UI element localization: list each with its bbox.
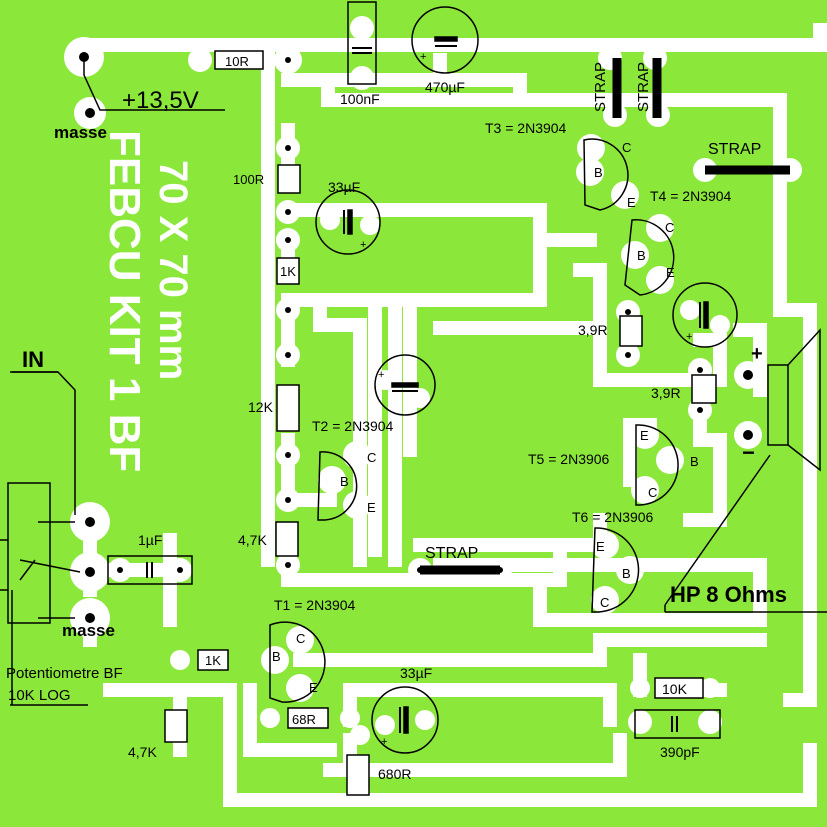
pin-t1-c: C <box>296 631 305 646</box>
label-r39-b: 3,9R <box>651 385 681 401</box>
polarity-plus-c470: + <box>420 51 426 63</box>
label-r47k-bottom: 4,7K <box>128 744 157 760</box>
power-supply-label: +13,5V <box>122 87 199 114</box>
label-r12k: 12K <box>248 399 274 415</box>
label-pot-line1: Potentiometre BF <box>6 665 123 682</box>
label-c33u-top: 33µF <box>328 179 360 195</box>
label-r10: 10R <box>225 54 249 69</box>
label-c100n: 100nF <box>340 91 380 107</box>
silkscreen <box>0 1 827 796</box>
label-strap-3: STRAP <box>708 141 761 158</box>
polarity-plus-c33bot: + <box>381 736 387 748</box>
label-strap-1: STRAP <box>592 62 609 112</box>
pin-t6-b: B <box>622 566 631 581</box>
pin-t4-b: B <box>637 248 646 263</box>
pin-t4-c: C <box>665 220 674 235</box>
pin-t6-e: E <box>596 539 605 554</box>
label-speaker: HP 8 Ohms <box>670 582 787 607</box>
label-c390p: 390pF <box>660 744 700 760</box>
label-speaker-plus: + <box>751 343 763 365</box>
label-t2: T2 = 2N3904 <box>312 418 394 434</box>
pin-t2-e: E <box>367 500 376 515</box>
label-t5: T5 = 2N3906 <box>528 451 610 467</box>
label-r100: 100R <box>233 172 264 187</box>
pin-t4-e: E <box>666 265 675 280</box>
label-r68: 68R <box>292 712 316 727</box>
label-t6: T6 = 2N3906 <box>572 509 654 525</box>
label-pot-line2: 10K LOG <box>8 687 71 704</box>
ground-label-top: masse <box>54 123 107 142</box>
label-strap-4: STRAP <box>425 545 478 562</box>
polarity-plus-cmid: + <box>378 369 384 381</box>
label-r1k-bottom: 1K <box>205 653 221 668</box>
pin-t1-b: B <box>272 649 281 664</box>
pad-holes <box>79 52 753 623</box>
label-c470u: 470µF <box>425 79 465 95</box>
label-speaker-minus: − <box>742 440 755 465</box>
label-t1: T1 = 2N3904 <box>274 597 356 613</box>
pin-t3-b: B <box>594 165 603 180</box>
pin-t6-c: C <box>600 595 609 610</box>
pin-t5-b: B <box>690 454 699 469</box>
pin-t3-e: E <box>627 195 636 210</box>
polarity-plus-cout: + <box>686 331 692 343</box>
label-r39-a: 3,9R <box>578 322 608 338</box>
pin-t5-e: E <box>640 428 649 443</box>
label-r680: 680R <box>378 766 411 782</box>
labels: +13,5V masse FEBCU KIT 1 BF 70 X 70 mm 1… <box>6 51 787 782</box>
pin-t5-c: C <box>648 485 657 500</box>
label-input: IN <box>22 347 44 372</box>
polarity-plus-c33top: + <box>360 239 366 251</box>
board-title: FEBCU KIT 1 BF <box>100 130 149 472</box>
label-t4: T4 = 2N3904 <box>650 188 732 204</box>
label-t3: T3 = 2N3904 <box>485 120 567 136</box>
pin-t2-b: B <box>340 474 349 489</box>
pin-t2-c: C <box>367 450 376 465</box>
label-c1u: 1µF <box>138 532 162 548</box>
label-c33u-bottom: 33µF <box>400 665 432 681</box>
pin-t3-c: C <box>622 140 631 155</box>
board-size: 70 X 70 mm <box>151 160 195 380</box>
label-r47k-mid: 4,7K <box>238 532 267 548</box>
label-r10k: 10K <box>662 681 688 697</box>
label-strap-2: STRAP <box>635 62 652 112</box>
ground-label-input: masse <box>62 621 115 640</box>
copper-traces <box>77 23 827 807</box>
label-r1k-top: 1K <box>280 264 296 279</box>
pin-t1-e: E <box>309 680 318 695</box>
